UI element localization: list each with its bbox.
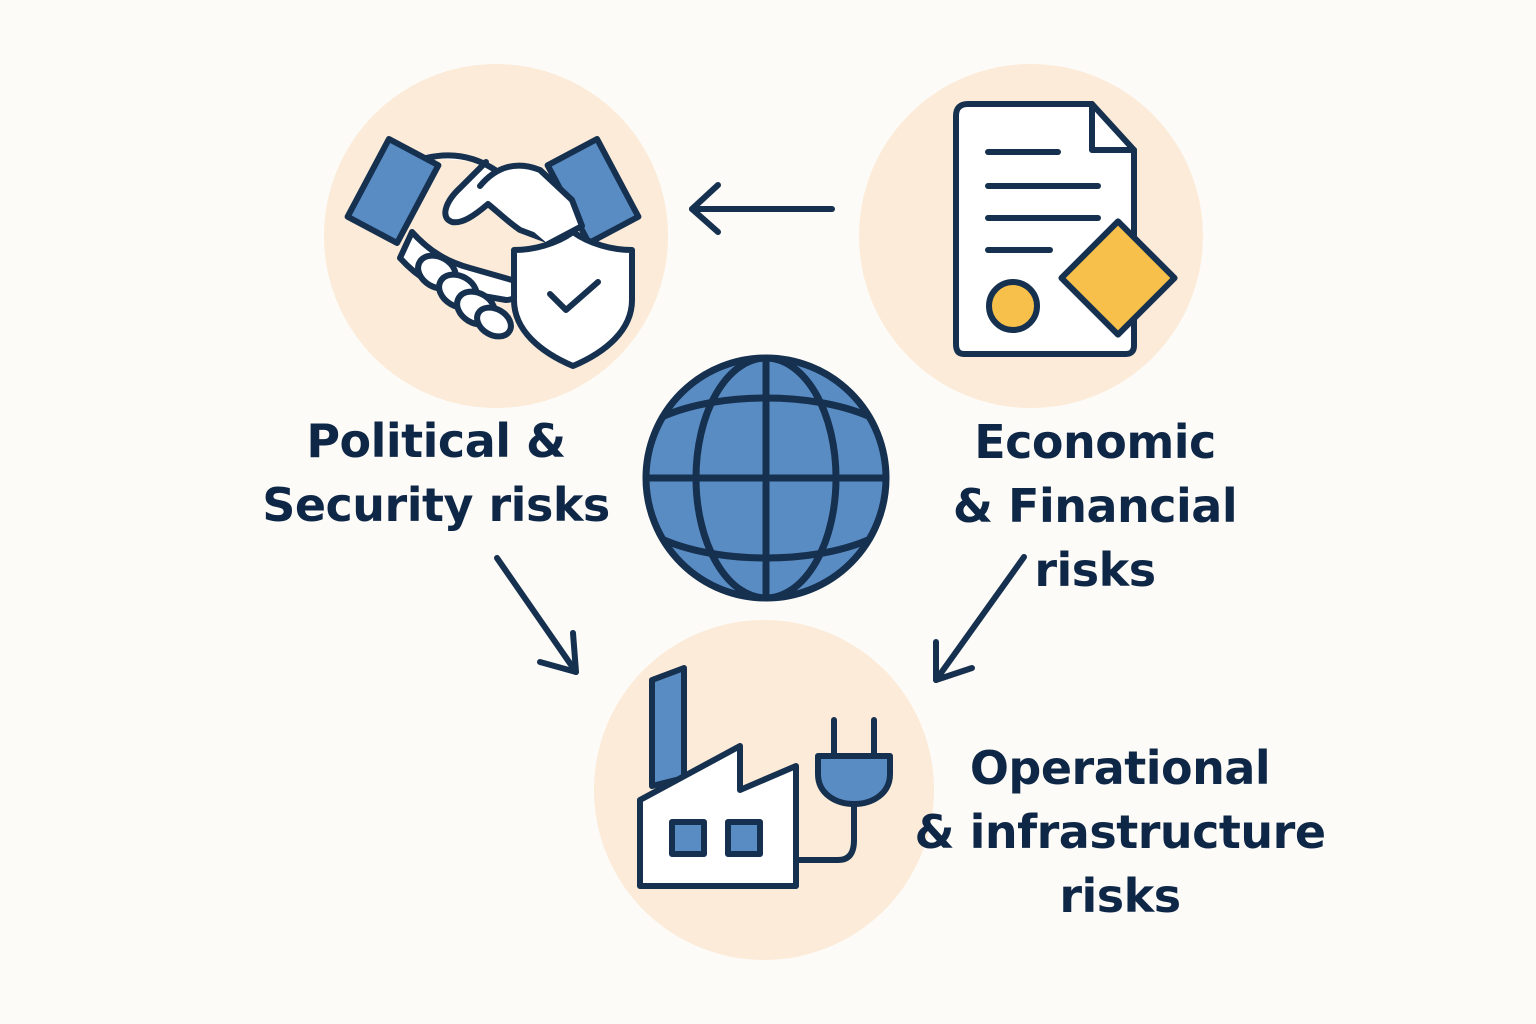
political-label-line-1: Political & (306, 414, 566, 468)
arrow-political-to-operational (494, 555, 579, 675)
operational-label-line-3: risks (1059, 869, 1181, 923)
operational-infrastructure-label: Operational & infrastructure risks (900, 736, 1340, 928)
operational-label-line-1: Operational (969, 741, 1271, 795)
globe-icon (642, 354, 890, 602)
factory-plug-icon (637, 665, 893, 889)
economic-financial-label: Economic & Financial risks (900, 410, 1290, 602)
political-label-line-2: Security risks (262, 478, 610, 532)
economic-label-line-2: & Financial (952, 479, 1238, 533)
economic-label-line-3: risks (1034, 543, 1156, 597)
handshake-shield-icon (344, 136, 642, 369)
political-node-circle (324, 64, 668, 408)
arrow-economic-to-operational (933, 554, 1027, 683)
operational-label-line-2: & infrastructure (914, 805, 1326, 859)
economic-label-line-1: Economic (974, 415, 1216, 469)
arrow-economic-to-political (689, 182, 835, 235)
document-certificate-icon (953, 101, 1178, 357)
political-security-label: Political & Security risks (236, 409, 636, 537)
